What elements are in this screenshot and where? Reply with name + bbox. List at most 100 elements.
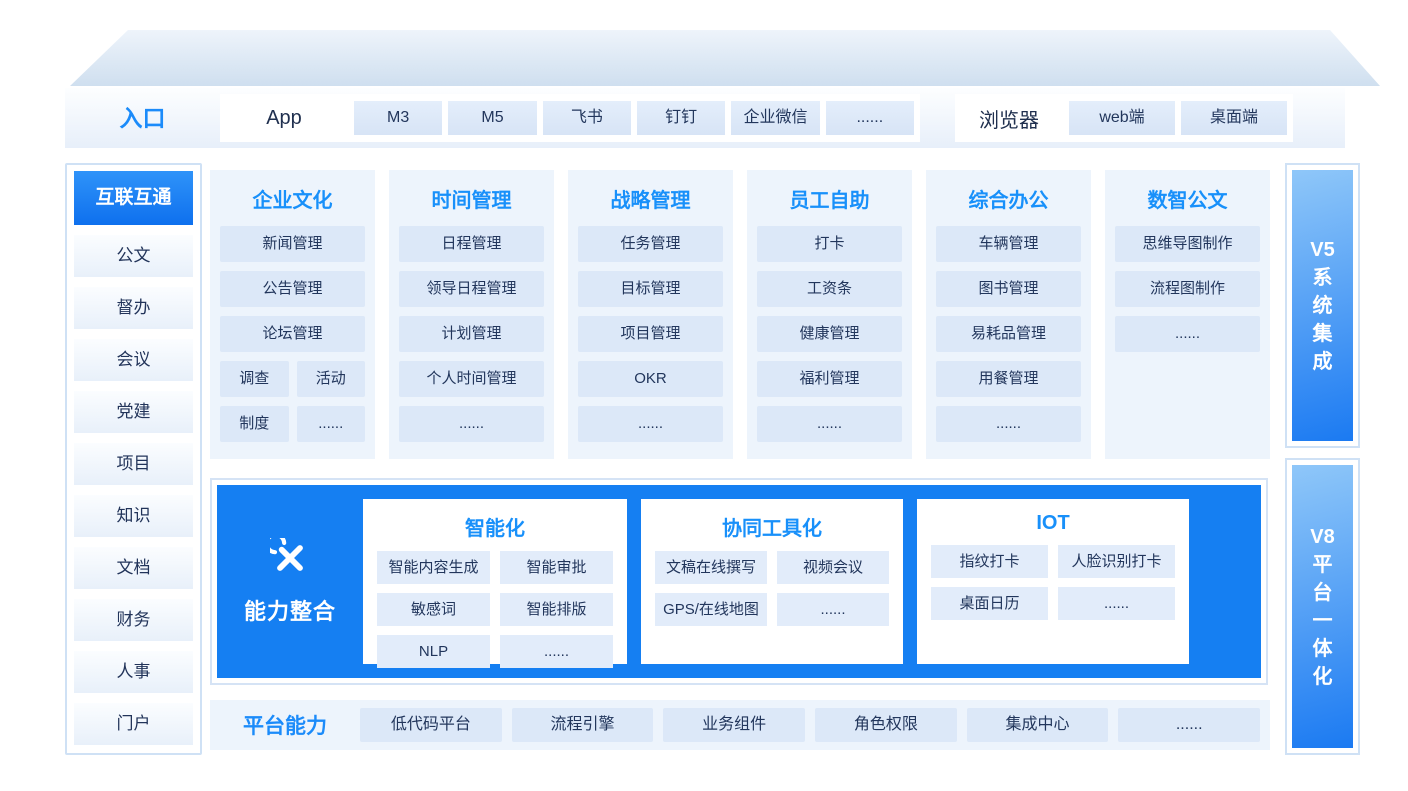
- module-item[interactable]: 论坛管理: [220, 316, 365, 352]
- ability-item[interactable]: 智能审批: [500, 551, 613, 584]
- module-item[interactable]: 计划管理: [399, 316, 544, 352]
- sidebar-item-party[interactable]: 党建: [74, 391, 193, 433]
- module-item[interactable]: 车辆管理: [936, 226, 1081, 262]
- ability-item[interactable]: 桌面日历: [931, 587, 1048, 620]
- sidebar-item-finance[interactable]: 财务: [74, 599, 193, 641]
- ability-item[interactable]: 视频会议: [777, 551, 889, 584]
- app-group-label: App: [266, 106, 302, 129]
- module-item[interactable]: ......: [578, 406, 723, 442]
- platform-item-more[interactable]: ......: [1118, 708, 1261, 742]
- v8-platform-unification-bar: V8 平 台 一 体 化: [1285, 458, 1360, 755]
- module-item[interactable]: 工资条: [757, 271, 902, 307]
- module-item[interactable]: 易耗品管理: [936, 316, 1081, 352]
- ability-item[interactable]: 指纹打卡: [931, 545, 1048, 578]
- entry-item-m3[interactable]: M3: [354, 101, 443, 135]
- platform-item-roles[interactable]: 角色权限: [815, 708, 957, 742]
- sidebar-item-portal[interactable]: 门户: [74, 703, 193, 745]
- module-item[interactable]: 打卡: [757, 226, 902, 262]
- entry-item-web[interactable]: web端: [1069, 101, 1175, 135]
- entry-item-feishu[interactable]: 飞书: [542, 101, 631, 135]
- vbar-line: V5: [1310, 238, 1335, 261]
- module-item[interactable]: 领导日程管理: [399, 271, 544, 307]
- ability-integration-section: 能力整合 智能化 智能内容生成 智能审批 敏感词 智能排版 NLP ......: [210, 478, 1268, 685]
- v5-system-integration-bar: V5 系 统 集 成: [1285, 163, 1360, 448]
- card-title: 智能化: [465, 518, 525, 540]
- ability-item[interactable]: NLP: [377, 635, 490, 668]
- module-item[interactable]: 项目管理: [578, 316, 723, 352]
- module-item[interactable]: 日程管理: [399, 226, 544, 262]
- entry-band: 入口 App M3 M5 飞书 钉钉 企业微信 ...... 浏览器 web端 …: [65, 88, 1345, 148]
- ability-item[interactable]: ......: [777, 593, 889, 626]
- module-time-management: 时间管理 日程管理 领导日程管理 计划管理 个人时间管理 ......: [389, 170, 554, 459]
- vbar-line: V8: [1310, 525, 1335, 548]
- module-item[interactable]: 思维导图制作: [1115, 226, 1260, 262]
- module-item[interactable]: 新闻管理: [220, 226, 365, 262]
- vbar-line: 化: [1312, 665, 1333, 688]
- ability-item[interactable]: 敏感词: [377, 593, 490, 626]
- card-iot: IOT 指纹打卡 人脸识别打卡 桌面日历 ......: [917, 499, 1189, 664]
- sidebar-item-knowledge[interactable]: 知识: [74, 495, 193, 537]
- sidebar-item-supervision[interactable]: 督办: [74, 287, 193, 329]
- sidebar-item-project[interactable]: 项目: [74, 443, 193, 485]
- ability-item[interactable]: 智能排版: [500, 593, 613, 626]
- module-item[interactable]: 流程图制作: [1115, 271, 1260, 307]
- module-item[interactable]: 健康管理: [757, 316, 902, 352]
- sidebar-item-official-doc[interactable]: 公文: [74, 235, 193, 277]
- browser-group: 浏览器 web端 桌面端: [955, 94, 1293, 142]
- entry-item-more[interactable]: ......: [825, 101, 914, 135]
- module-item[interactable]: 个人时间管理: [399, 361, 544, 397]
- ability-integration-label: 能力整合: [243, 598, 336, 624]
- platform-capability-band: 平台能力 低代码平台 流程引擎 业务组件 角色权限 集成中心 ......: [210, 700, 1270, 750]
- module-general-office: 综合办公 车辆管理 图书管理 易耗品管理 用餐管理 ......: [926, 170, 1091, 459]
- module-item[interactable]: 图书管理: [936, 271, 1081, 307]
- module-item[interactable]: ......: [1115, 316, 1260, 352]
- module-item[interactable]: ......: [296, 406, 365, 442]
- tools-icon: [270, 537, 303, 571]
- module-item[interactable]: ......: [399, 406, 544, 442]
- module-item[interactable]: 任务管理: [578, 226, 723, 262]
- module-item[interactable]: ......: [936, 406, 1081, 442]
- entry-item-m5[interactable]: M5: [448, 101, 537, 135]
- ability-item[interactable]: GPS/在线地图: [655, 593, 767, 626]
- app-group: App M3 M5 飞书 钉钉 企业微信 ......: [220, 94, 920, 142]
- module-item[interactable]: 用餐管理: [936, 361, 1081, 397]
- ability-item[interactable]: 文稿在线撰写: [655, 551, 767, 584]
- module-enterprise-culture: 企业文化 新闻管理 公告管理 论坛管理 调查 活动 制度 ......: [210, 170, 375, 459]
- module-grid: 企业文化 新闻管理 公告管理 论坛管理 调查 活动 制度 ...... 时间管理…: [210, 170, 1270, 459]
- module-item[interactable]: 制度: [220, 406, 289, 442]
- module-item[interactable]: 活动: [296, 361, 365, 397]
- module-title: 时间管理: [431, 190, 512, 212]
- module-item[interactable]: 公告管理: [220, 271, 365, 307]
- vbar-line: 平: [1312, 553, 1333, 576]
- platform-capability-label: 平台能力: [243, 715, 327, 738]
- card-intelligence: 智能化 智能内容生成 智能审批 敏感词 智能排版 NLP ......: [363, 499, 627, 668]
- vbar-line: 集: [1312, 322, 1333, 345]
- ability-item[interactable]: ......: [500, 635, 613, 668]
- entry-item-dingtalk[interactable]: 钉钉: [636, 101, 726, 135]
- module-item[interactable]: 福利管理: [757, 361, 902, 397]
- entry-item-wecom[interactable]: 企业微信: [731, 101, 820, 135]
- ability-item[interactable]: 人脸识别打卡: [1058, 545, 1175, 578]
- module-employee-self-service: 员工自助 打卡 工资条 健康管理 福利管理 ......: [747, 170, 912, 459]
- module-item[interactable]: ......: [757, 406, 902, 442]
- module-item[interactable]: 目标管理: [578, 271, 723, 307]
- sidebar-item-interconnect[interactable]: 互联互通: [74, 171, 193, 225]
- platform-item-integration-center[interactable]: 集成中心: [966, 708, 1109, 742]
- platform-item-lowcode[interactable]: 低代码平台: [360, 708, 502, 742]
- ability-item[interactable]: 智能内容生成: [377, 551, 490, 584]
- module-title: 综合办公: [968, 190, 1049, 212]
- sidebar-item-hr[interactable]: 人事: [74, 651, 193, 693]
- sidebar-item-document[interactable]: 文档: [74, 547, 193, 589]
- module-title: 战略管理: [610, 190, 691, 212]
- platform-item-components[interactable]: 业务组件: [663, 708, 806, 742]
- ability-item[interactable]: ......: [1058, 587, 1175, 620]
- module-item[interactable]: OKR: [578, 361, 723, 397]
- vbar-line: 体: [1312, 637, 1333, 660]
- module-item[interactable]: 调查: [220, 361, 289, 397]
- module-strategy-management: 战略管理 任务管理 目标管理 项目管理 OKR ......: [568, 170, 733, 459]
- sidebar-item-meeting[interactable]: 会议: [74, 339, 193, 381]
- entry-item-desktop[interactable]: 桌面端: [1181, 101, 1287, 135]
- module-digital-document: 数智公文 思维导图制作 流程图制作 ......: [1105, 170, 1270, 459]
- platform-item-workflow[interactable]: 流程引擎: [511, 708, 654, 742]
